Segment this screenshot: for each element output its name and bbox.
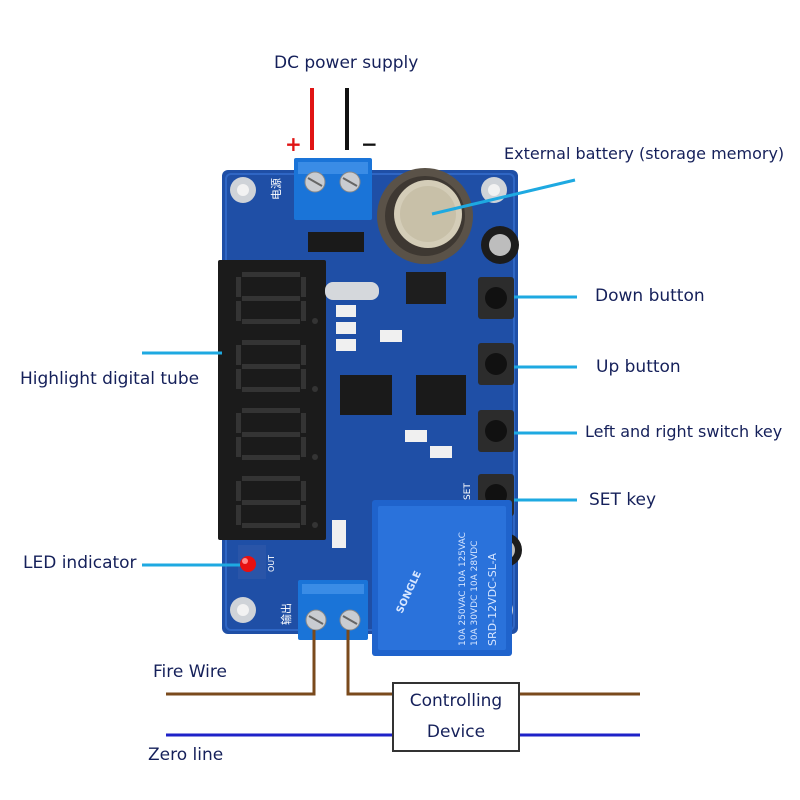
mounting-hole: [230, 597, 256, 623]
relay-model: SRD-12VDC-SL-A: [486, 553, 499, 646]
digital-tube: [218, 260, 326, 540]
mounting-hole: [230, 177, 256, 203]
power-terminal-block: [294, 158, 372, 220]
external-battery-label: External battery (storage memory): [504, 144, 785, 163]
digit-2: [236, 340, 318, 392]
fire-wire-label: Fire Wire: [153, 662, 227, 682]
chip: [406, 272, 446, 304]
resistor-array: [332, 305, 452, 548]
switch-key-label: Left and right switch key: [585, 422, 783, 441]
plus-sign: +: [285, 132, 302, 156]
callout-battery: [431, 178, 576, 216]
capacitor: [481, 226, 519, 264]
power-silk-text: 电源: [269, 178, 283, 200]
down-button-label: Down button: [595, 286, 705, 306]
relay: [372, 500, 512, 656]
out-silk-text: OUT: [267, 555, 276, 572]
crystal: [325, 282, 379, 300]
dc-power-supply-label: DC power supply: [274, 53, 419, 73]
fuse: [308, 232, 364, 252]
switch-key-graphic: [478, 410, 514, 452]
digit-3: [236, 408, 318, 460]
output-silk-text: 输出: [279, 603, 293, 625]
up-button-label: Up button: [596, 357, 681, 377]
up-button-graphic: [478, 343, 514, 385]
down-button-graphic: [478, 277, 514, 319]
controlling-device-box: Controlling Device: [392, 682, 520, 752]
led-indicator-label: LED indicator: [23, 553, 137, 573]
device-text: Device: [426, 722, 486, 742]
fire-wire-line: [166, 630, 316, 696]
set-silk-text: SET: [463, 483, 473, 500]
set-key-label: SET key: [589, 490, 657, 510]
zero-line-label: Zero line: [148, 745, 224, 765]
battery-holder: [377, 168, 473, 264]
device-wire-in: [346, 630, 392, 696]
relay-rating-2: 10A 30VDC 10A 28VDC: [470, 541, 480, 646]
relay-rating-1: 10A 250VAC 10A 125VAC: [458, 532, 468, 646]
digit-1: [236, 272, 318, 324]
minus-sign: −: [361, 132, 378, 156]
output-terminal-block: [298, 580, 368, 640]
ic-chip: [416, 375, 466, 415]
controlling-text: Controlling: [409, 691, 503, 711]
ic-chip: [340, 375, 392, 415]
led-graphic: [238, 545, 266, 579]
digit-4: [236, 476, 318, 528]
digital-tube-label: Highlight digital tube: [20, 369, 200, 389]
